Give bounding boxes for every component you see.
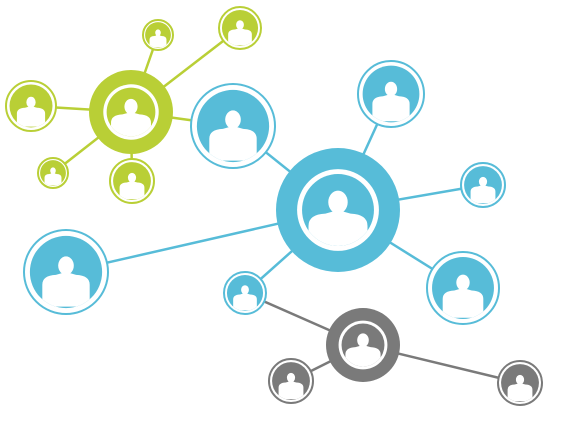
person-nodes bbox=[5, 6, 543, 406]
blue-1-avatar-icon bbox=[190, 83, 276, 169]
green-2-avatar-icon bbox=[218, 6, 262, 50]
gray-2-avatar-icon bbox=[497, 360, 543, 406]
person-silhouette bbox=[16, 96, 46, 127]
person-silhouette bbox=[111, 98, 151, 137]
green-4-avatar-icon bbox=[37, 157, 69, 189]
blue-4-avatar-icon bbox=[426, 251, 500, 325]
person-silhouette bbox=[345, 333, 381, 367]
person-silhouette bbox=[308, 190, 368, 246]
gray-1-avatar-icon bbox=[268, 358, 314, 404]
blue-5-avatar-icon bbox=[23, 229, 109, 315]
person-silhouette bbox=[149, 29, 167, 48]
person-silhouette bbox=[278, 372, 304, 400]
blue-2-avatar-icon bbox=[357, 60, 425, 128]
green-1-avatar-icon bbox=[142, 19, 174, 51]
green-hub-avatar-icon bbox=[89, 70, 173, 154]
person-silhouette bbox=[44, 167, 62, 186]
person-silhouette bbox=[470, 176, 496, 204]
blue-3-avatar-icon bbox=[460, 162, 506, 208]
person-silhouette bbox=[507, 374, 533, 402]
person-silhouette bbox=[42, 256, 90, 307]
person-silhouette bbox=[209, 110, 257, 161]
gray-hub-avatar-icon bbox=[326, 308, 400, 382]
person-silhouette bbox=[228, 20, 252, 46]
person-silhouette bbox=[233, 285, 257, 311]
blue-6-avatar-icon bbox=[223, 271, 267, 315]
person-silhouette bbox=[442, 274, 484, 318]
blue-hub-avatar-icon bbox=[276, 148, 400, 272]
person-silhouette bbox=[372, 81, 410, 122]
green-5-avatar-icon bbox=[109, 158, 155, 204]
person-silhouette bbox=[119, 172, 145, 200]
green-3-avatar-icon bbox=[5, 80, 57, 132]
